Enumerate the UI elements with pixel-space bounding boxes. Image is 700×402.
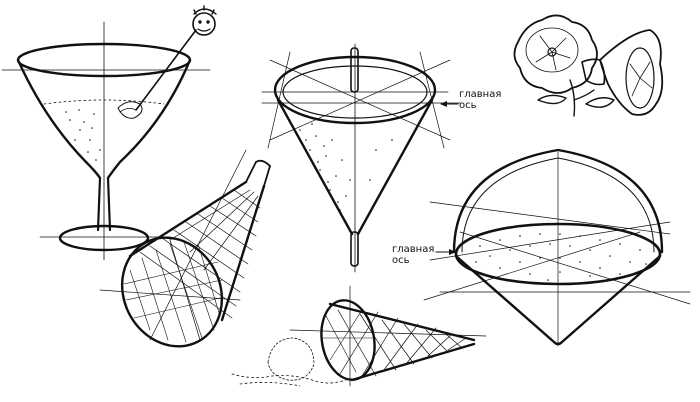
main-axis-label-bottom-line1: главная bbox=[392, 244, 435, 255]
flowers bbox=[513, 14, 664, 117]
bottom-waffle-cone bbox=[231, 285, 487, 387]
main-axis-label-top-line1: главная bbox=[459, 89, 502, 100]
left-lying-cone bbox=[99, 149, 271, 348]
main-axis-label-top: главная ось bbox=[459, 89, 501, 111]
martini-glass bbox=[1, 5, 217, 261]
top-center-cone bbox=[261, 43, 461, 273]
main-axis-label-top-line2: ось bbox=[459, 100, 477, 111]
main-axis-label-bottom: главная ось bbox=[392, 244, 434, 266]
right-hemisphere-cone bbox=[423, 148, 691, 347]
main-axis-label-bottom-line2: ось bbox=[392, 255, 410, 266]
